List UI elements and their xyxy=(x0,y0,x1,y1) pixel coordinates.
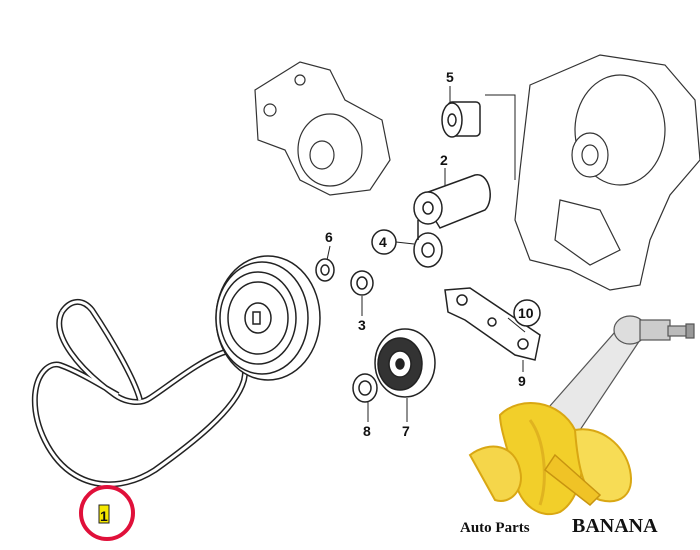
brand-name: BANANA xyxy=(572,515,658,537)
belt-tensioner-icon[interactable] xyxy=(413,174,491,268)
callout-4: 4 xyxy=(379,234,387,250)
crankshaft-pulley-icon[interactable] xyxy=(215,255,321,381)
tensioner-bracket-icon[interactable] xyxy=(444,287,541,361)
brand-wordmark: Auto Parts BANANA xyxy=(460,515,658,537)
alternator-icon[interactable] xyxy=(514,54,700,291)
callout-6: 6 xyxy=(325,229,333,245)
leader-lines xyxy=(326,86,526,422)
idler-pulley-icon[interactable] xyxy=(441,101,481,138)
water-pump-icon[interactable] xyxy=(254,61,391,196)
idler-pulley-icon[interactable] xyxy=(315,258,335,282)
idler-pulley-icon[interactable] xyxy=(374,328,436,398)
brand-prefix: Auto Parts xyxy=(460,520,530,536)
callout-1: 1 xyxy=(100,508,108,524)
callout-5: 5 xyxy=(446,69,454,85)
callout-2: 2 xyxy=(440,152,448,168)
idler-pulley-icon[interactable] xyxy=(350,270,374,296)
callout-4-badge: 4 xyxy=(371,229,397,255)
callout-labels: 5 2 6 4 3 10 9 7 8 xyxy=(325,69,541,439)
callout-9: 9 xyxy=(518,373,526,389)
idler-pulley-icon[interactable] xyxy=(352,373,378,403)
banana-logo-icon xyxy=(468,402,632,516)
callout-10-badge: 10 xyxy=(513,299,541,327)
callout-8: 8 xyxy=(363,423,371,439)
callout-7: 7 xyxy=(402,423,410,439)
callout-10: 10 xyxy=(518,305,534,321)
serpentine-belt-icon[interactable] xyxy=(31,299,248,488)
callout-3: 3 xyxy=(358,317,366,333)
part-1-highlight[interactable]: 1 xyxy=(79,485,135,541)
